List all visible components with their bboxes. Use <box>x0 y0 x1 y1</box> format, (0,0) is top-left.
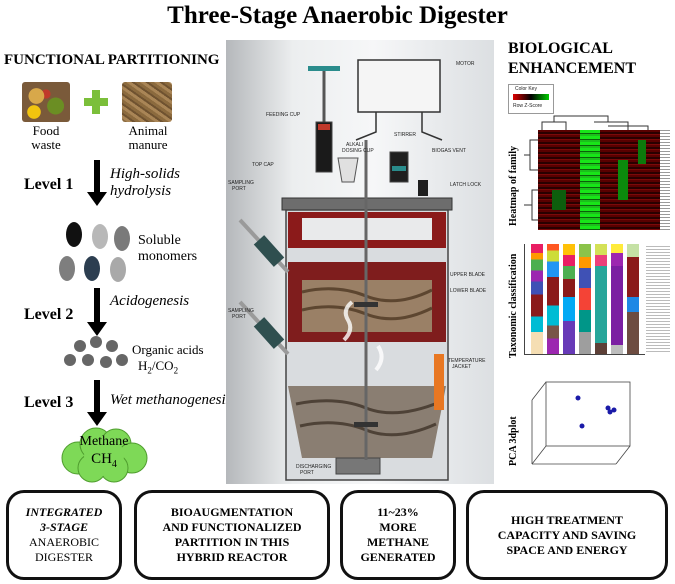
arrow-2-head <box>87 322 107 336</box>
arrow-2-shaft <box>94 288 100 324</box>
food-waste-label: Food waste <box>31 123 61 152</box>
methane-cloud <box>61 427 148 483</box>
color-key: Color Key Row Z-Score <box>508 84 554 114</box>
label-alkali: ALKALI <box>346 142 363 148</box>
plus-icon <box>84 90 108 114</box>
tax-bar-1 <box>531 244 543 354</box>
level-1-label: Level 1 <box>24 176 74 193</box>
label-top-cap: TOP CAP <box>252 162 274 168</box>
box3-line4: GENERATED <box>360 550 436 564</box>
label-latch-lock: LATCH LOCK <box>450 182 482 188</box>
soluble-label: Soluble <box>138 233 181 248</box>
process-1-line2: hydrolysis <box>110 183 172 199</box>
label-discharging: DISCHARGING <box>296 464 332 470</box>
box2-line2: AND FUNCTIONALIZED <box>162 520 302 534</box>
process-1-line1: High-solids <box>110 166 181 182</box>
box4-line3: SPACE AND ENERGY <box>506 542 628 557</box>
label-feeding-cup: FEEDING CUP <box>266 112 301 118</box>
box-integrated-digester: INTEGRATED 3-STAGE ANAEROBIC DIGESTER <box>6 490 122 580</box>
taxonomic-label: Taxonomic classification <box>508 253 519 358</box>
tax-bar-6 <box>611 244 623 354</box>
box1-line2: 3-STAGE <box>39 520 88 534</box>
label-stirrer: STIRRER <box>394 132 416 138</box>
label-jacket: JACKET <box>452 364 472 370</box>
arrow-1-shaft <box>94 160 100 194</box>
arrow-1-head <box>87 192 107 206</box>
box4-line1: HIGH TREATMENT <box>511 512 623 527</box>
label-upper-blade: UPPER BLADE <box>450 272 486 278</box>
reactor-drawing <box>238 59 453 481</box>
box1-line3: ANAEROBIC <box>28 535 99 549</box>
label-port-1: PORT <box>232 186 246 192</box>
taxonomic-legend <box>646 246 670 352</box>
box-more-methane: 11~23% MORE METHANE GENERATED <box>340 490 456 580</box>
label-temperature: TEMPERATURE <box>448 358 486 364</box>
reactor-panel: MOTOR FEEDING CUP ALKALI DOSING CUP STIR… <box>226 40 494 484</box>
label-port-2: PORT <box>232 314 246 320</box>
biological-heading-line1: BIOLOGICAL <box>508 40 613 57</box>
process-3: Wet methanogenesis <box>110 392 232 408</box>
color-key-title: Color Key <box>515 86 537 92</box>
box2-line1: BIOAUGMENTATION <box>170 505 294 519</box>
biological-heading-line2: ENHANCEMENT <box>508 60 637 77</box>
box2-line4: HYBRID REACTOR <box>176 550 288 564</box>
heatmap-dendrogram-top <box>541 115 649 130</box>
heatmap-label: Heatmap of family <box>508 146 519 226</box>
level-3-label: Level 3 <box>24 394 74 411</box>
box-high-capacity: HIGH TREATMENT CAPACITY AND SAVING SPACE… <box>466 490 668 580</box>
tax-bar-3 <box>563 244 575 354</box>
ch4-label: CH4 <box>91 451 117 470</box>
color-key-subtitle: Row Z-Score <box>513 103 543 109</box>
process-2: Acidogenesis <box>110 293 190 309</box>
pca-plot <box>531 381 631 465</box>
heatmap <box>538 130 660 230</box>
page-title: Three-Stage Anaerobic Digester <box>167 2 508 29</box>
box3-line1: 11~23% <box>377 505 419 519</box>
box2-line3: PARTITION IN THIS <box>174 535 290 549</box>
box1-line4: DIGESTER <box>35 550 93 564</box>
tax-bar-7 <box>627 244 639 354</box>
heatmap-row-labels <box>660 130 670 230</box>
label-sampling-2: SAMPLING <box>228 308 254 314</box>
tax-bar-4 <box>579 244 591 354</box>
methane-label: Methane <box>79 434 129 449</box>
pca-label: PCA 3dplot <box>508 416 519 466</box>
tax-bar-2 <box>547 244 559 354</box>
box-bioaugmentation: BIOAUGMENTATION AND FUNCTIONALIZED PARTI… <box>134 490 330 580</box>
animal-manure-image <box>122 82 172 122</box>
tax-bar-5 <box>595 244 607 354</box>
level-2-label: Level 2 <box>24 306 74 323</box>
taxonomic-chart <box>524 244 645 355</box>
label-lower-blade: LOWER BLADE <box>450 288 487 294</box>
h2-co2-label: H2/CO2 <box>138 358 179 376</box>
animal-manure-label: Animal manure <box>128 123 168 152</box>
box3-line3: METHANE <box>366 535 429 549</box>
organic-acids-label: Organic acids <box>132 342 204 357</box>
label-sampling-1: SAMPLING <box>228 180 254 186</box>
label-motor: MOTOR <box>456 61 475 67</box>
monomers-label: monomers <box>138 249 198 264</box>
heatmap-dendrogram-side <box>524 139 538 221</box>
box1-line1: INTEGRATED <box>25 505 103 519</box>
box4-line2: CAPACITY AND SAVING <box>497 527 637 542</box>
arrow-3-shaft <box>94 380 100 414</box>
label-biogas-vent: BIOGAS VENT <box>432 148 466 154</box>
label-port-3: PORT <box>300 470 314 476</box>
arrow-3-head <box>87 412 107 426</box>
food-waste-image <box>22 82 70 122</box>
box3-line2: MORE <box>379 520 417 534</box>
functional-partitioning-heading: FUNCTIONAL PARTITIONING <box>4 52 220 68</box>
color-key-gradient <box>513 94 549 100</box>
label-dosing-cup: DOSING CUP <box>342 148 374 154</box>
